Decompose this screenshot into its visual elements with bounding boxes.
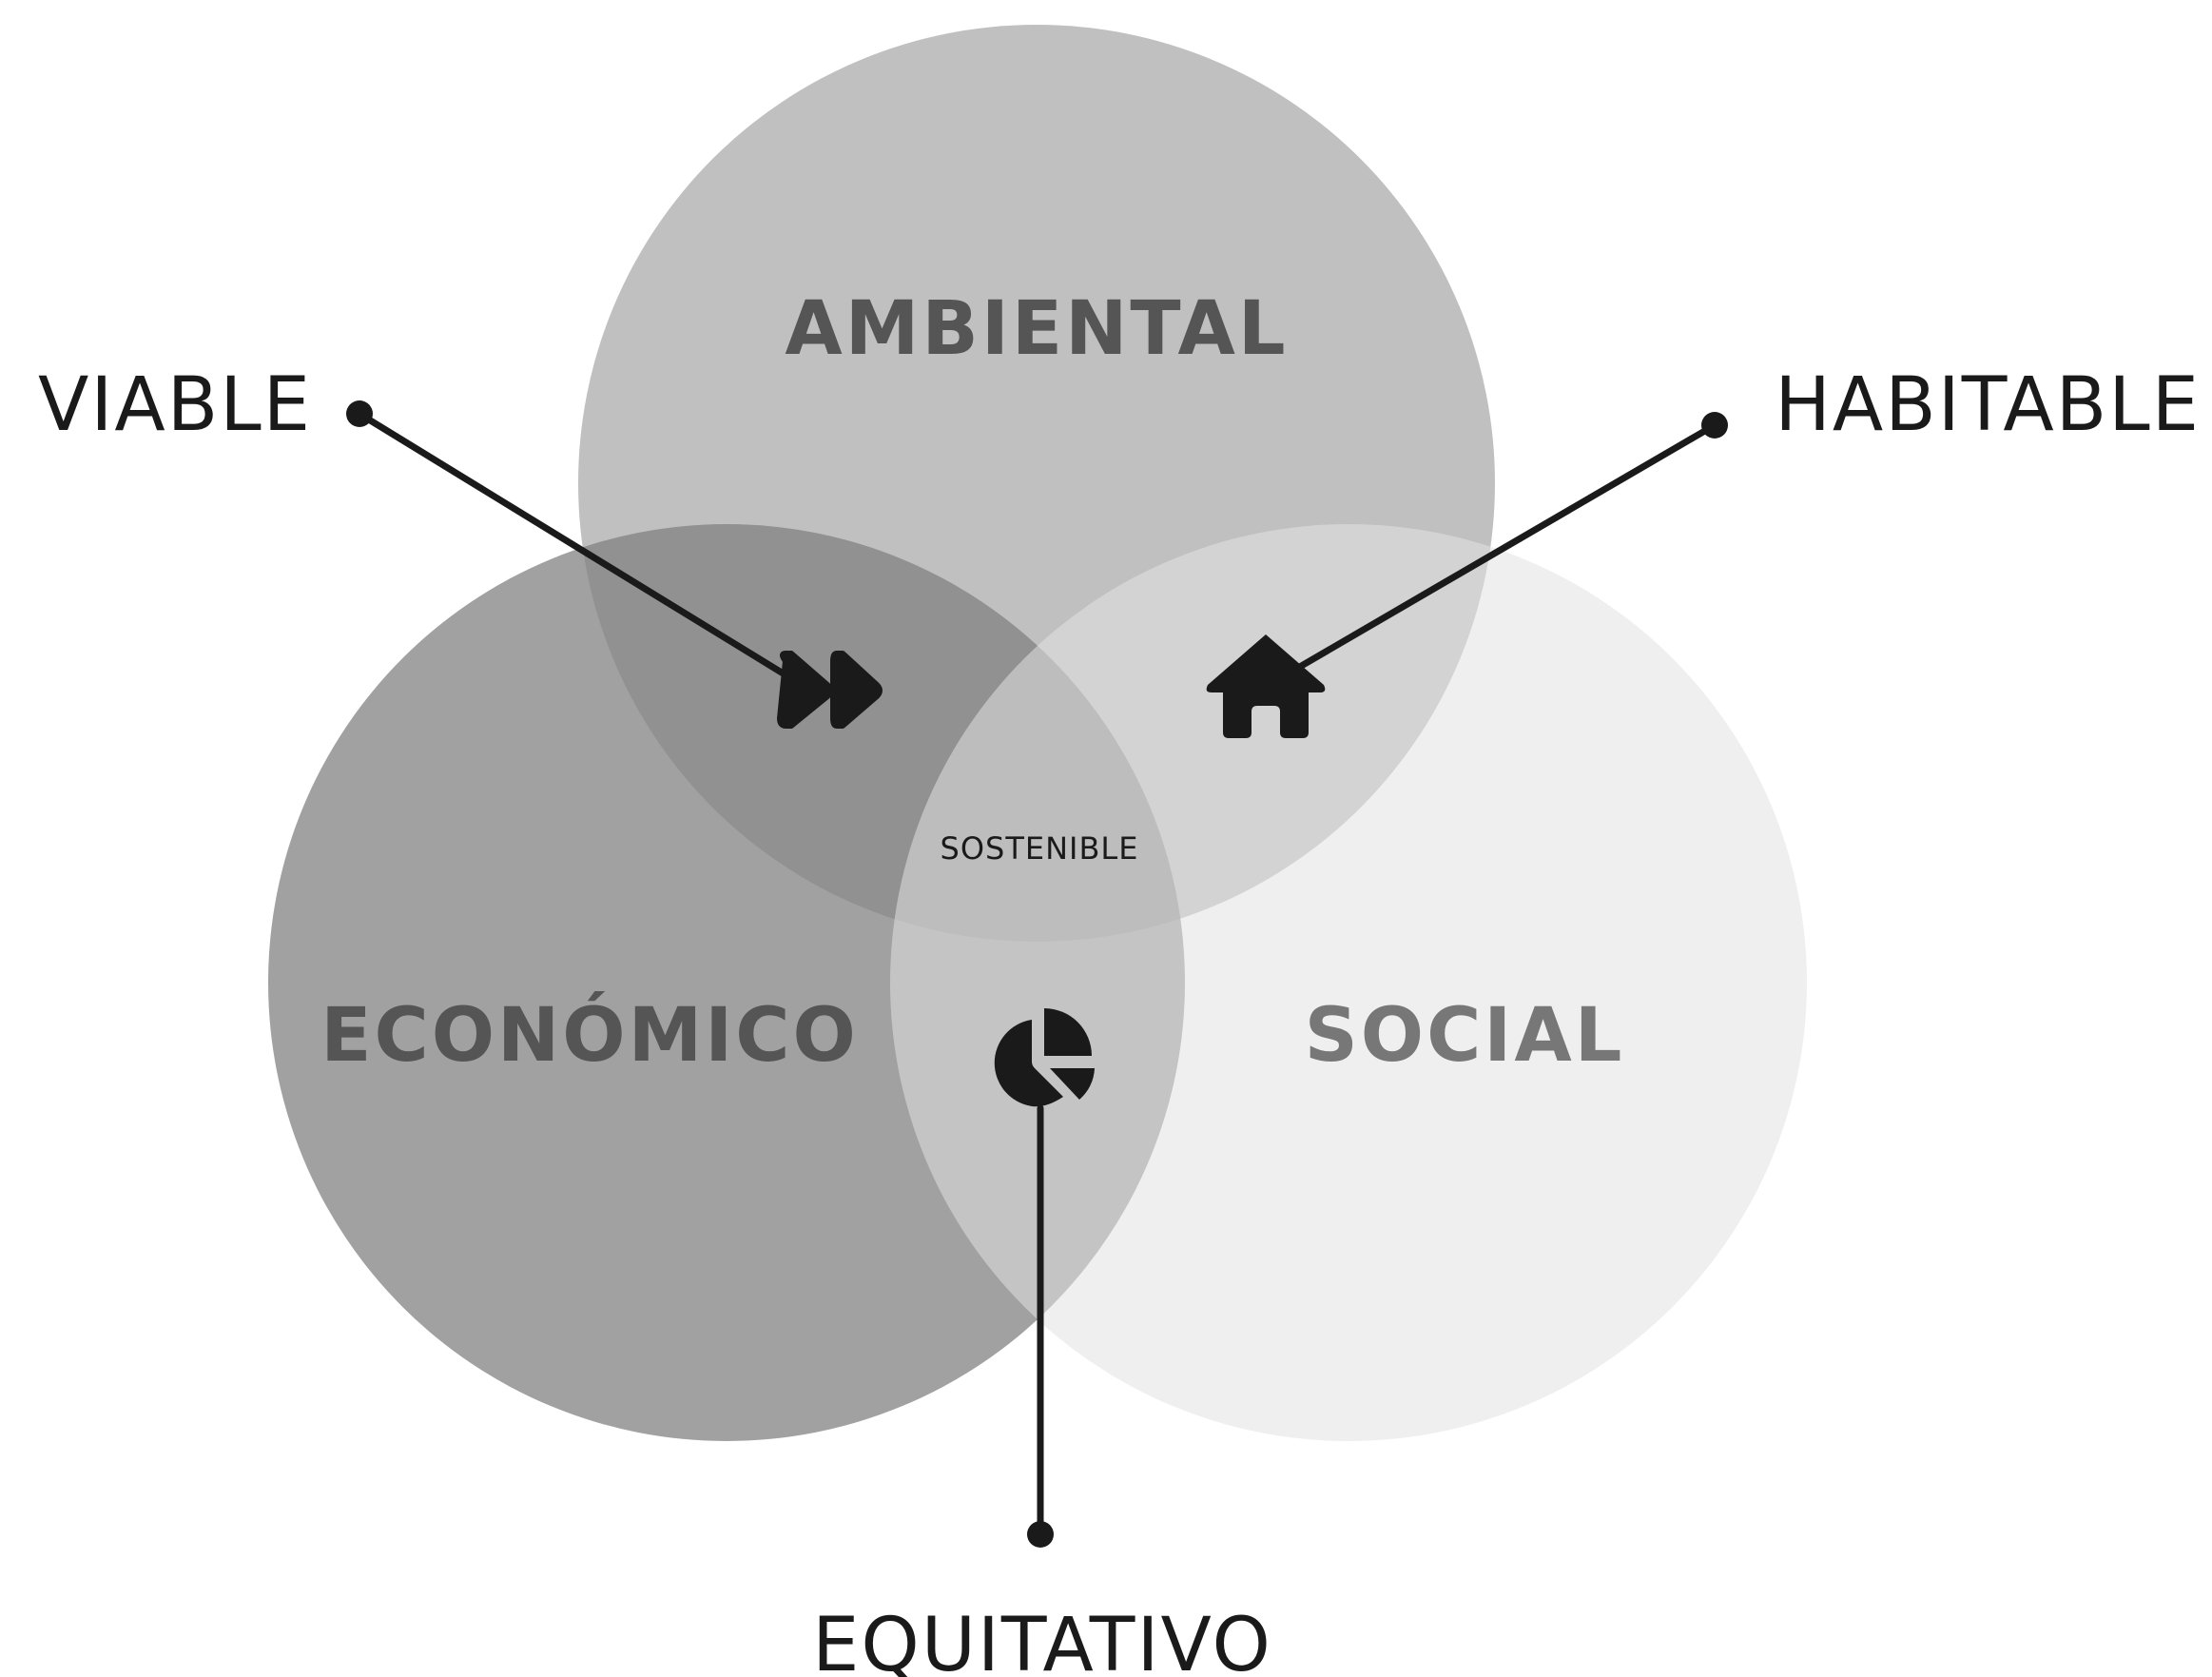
circle-label-ambiental: AMBIENTAL — [785, 286, 1288, 372]
connector-viable — [346, 400, 793, 681]
connector-dot-habitable — [1701, 412, 1728, 439]
label-viable: VIABLE — [38, 362, 312, 448]
label-equitativo: EQUITATIVO — [812, 1603, 1272, 1677]
house-icon — [1206, 634, 1326, 738]
connector-dot-equitativo — [1027, 1521, 1054, 1548]
pie-chart-icon — [994, 1008, 1095, 1107]
circle-social — [890, 524, 1807, 1441]
label-habitable: HABITABLE — [1775, 362, 2201, 448]
center-label-sostenible: SOSTENIBLE — [941, 830, 1139, 867]
connector-line-habitable — [1294, 421, 1718, 672]
circle-label-economico: ECONÓMICO — [320, 991, 859, 1079]
connector-equitativo — [1027, 1104, 1054, 1548]
fast-forward-icon — [777, 651, 883, 729]
circle-label-social: SOCIAL — [1305, 993, 1625, 1079]
connector-line-viable — [356, 410, 793, 681]
connector-dot-viable — [346, 400, 373, 427]
connector-habitable — [1294, 412, 1728, 672]
